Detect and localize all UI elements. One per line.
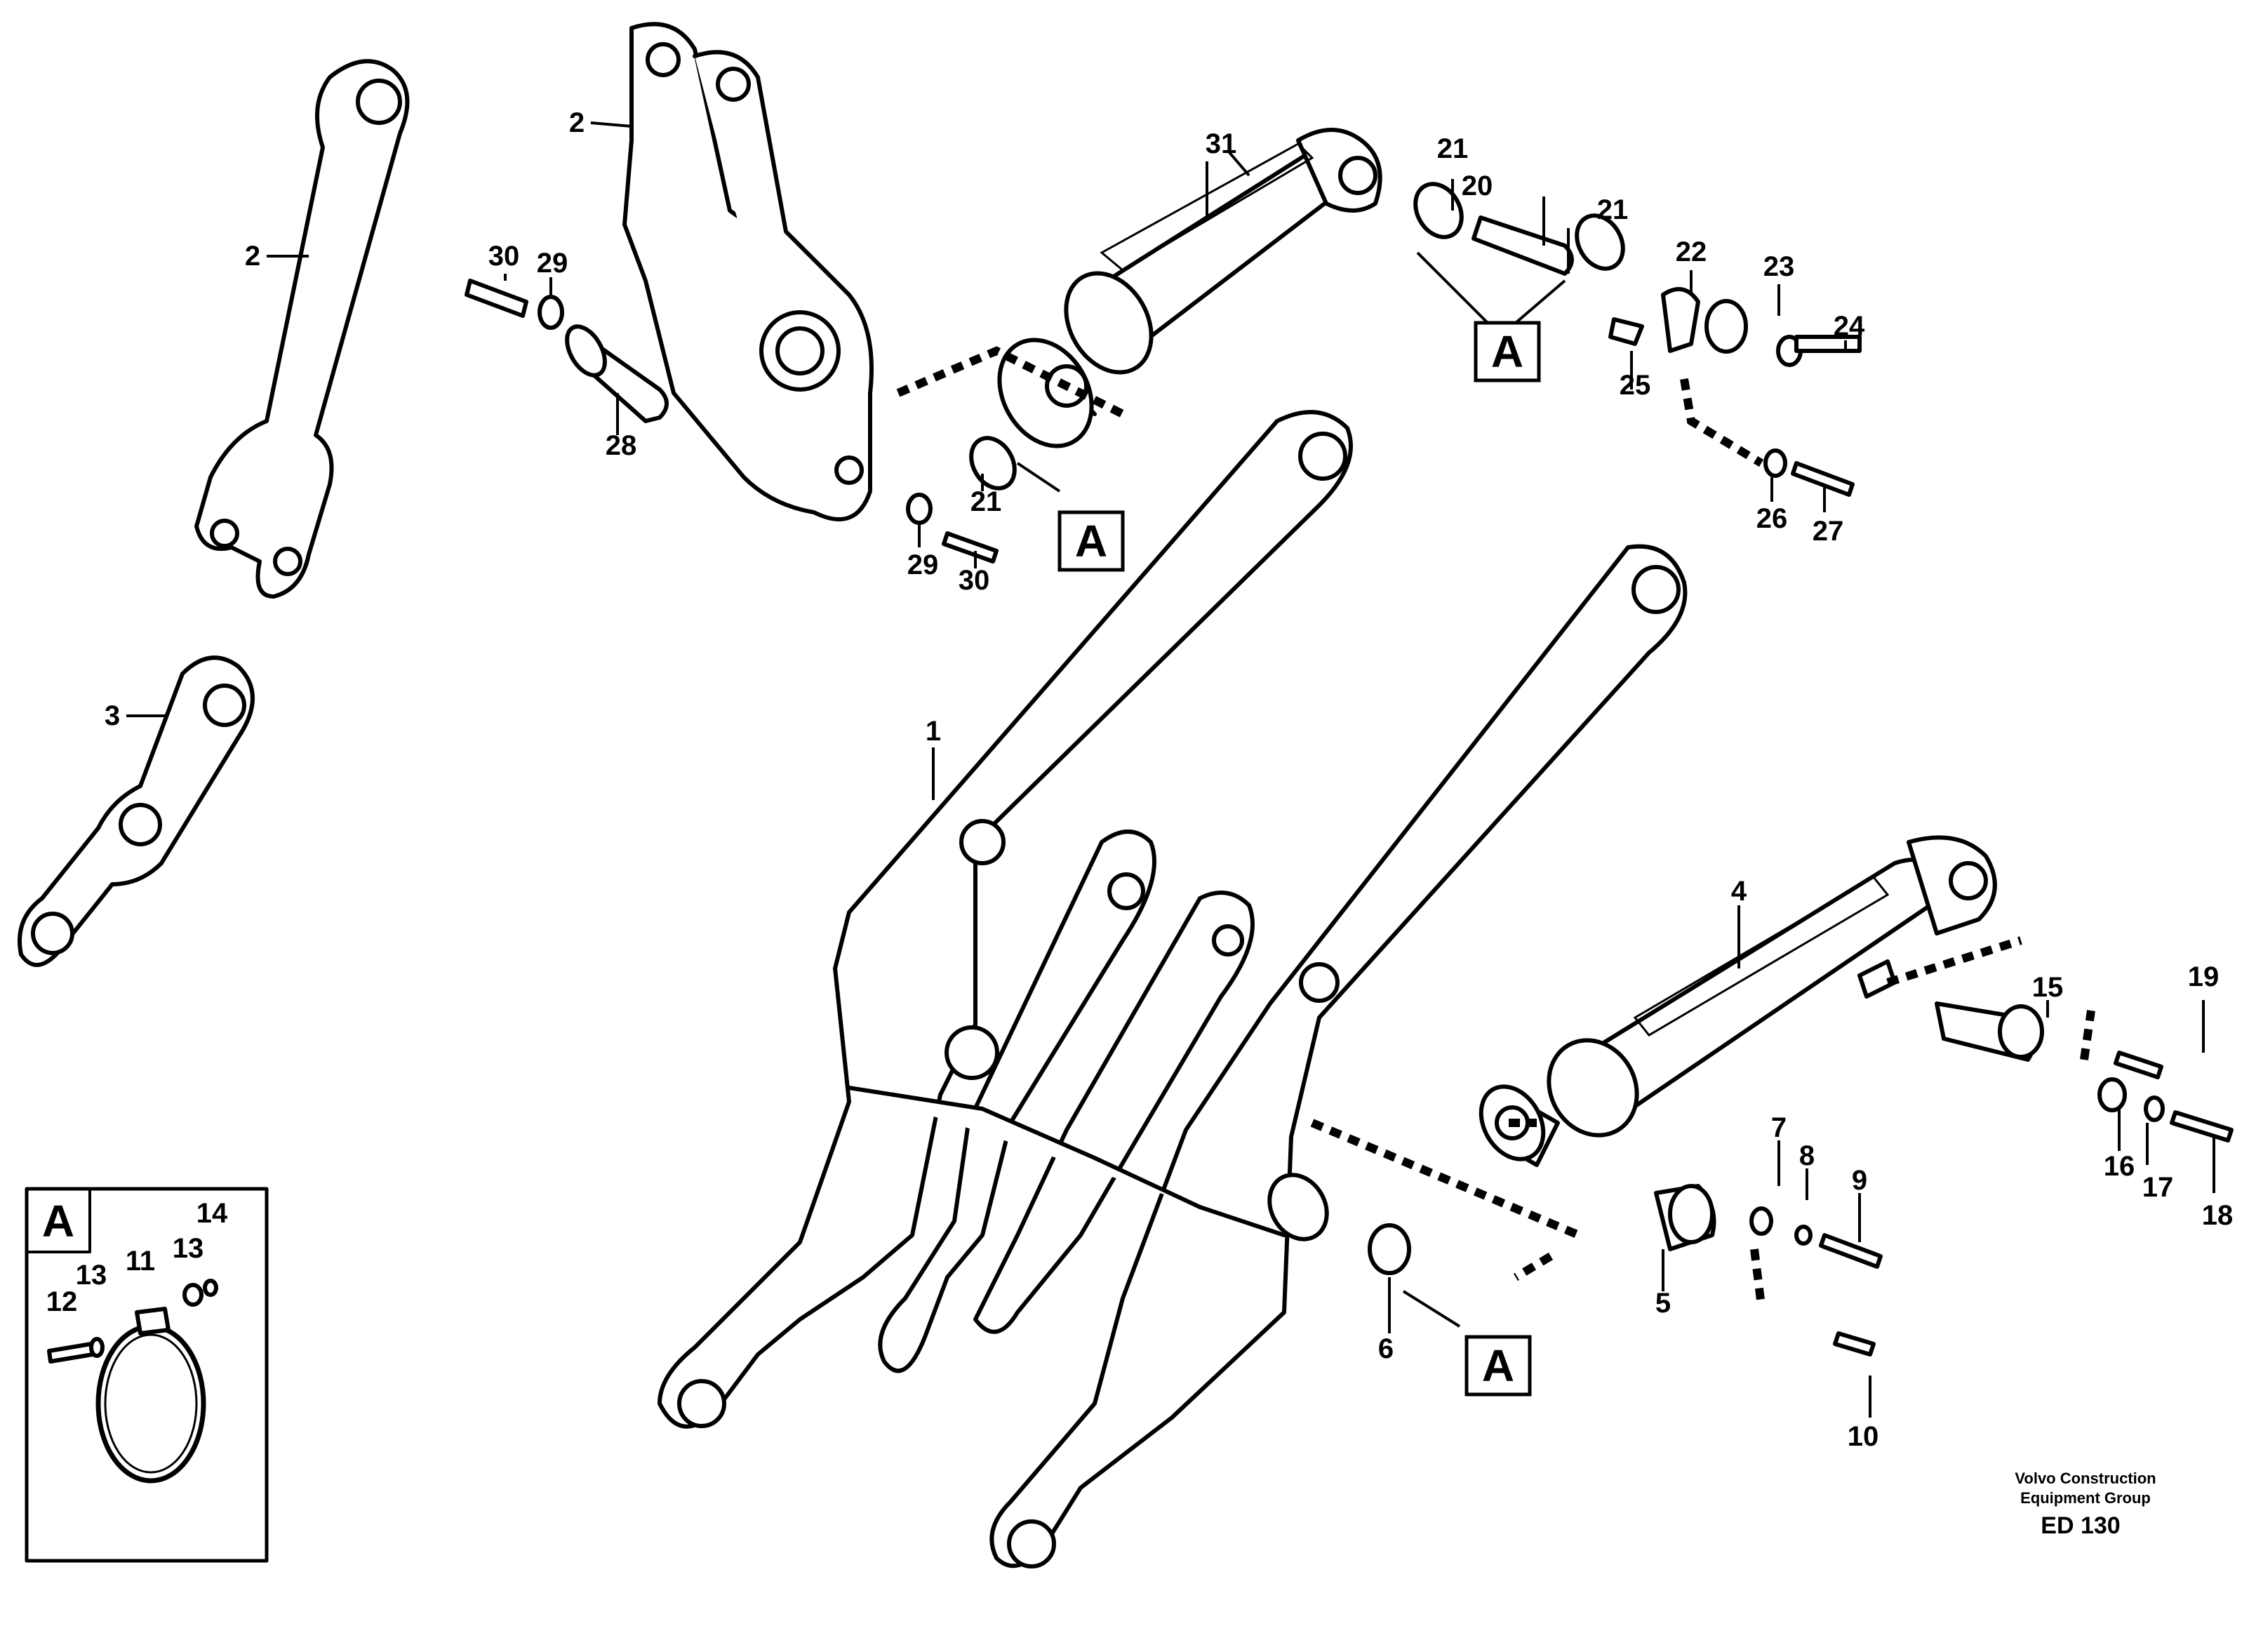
callout-24: 24 [1834,311,1865,342]
callout-labels: 1 2 2 3 4 5 6 7 8 9 10 11 12 13 13 14 15… [46,107,2234,1452]
callout-15: 15 [2032,972,2064,1003]
credit-line-2: Equipment Group [2020,1489,2151,1507]
link-plate-part [18,655,255,967]
credit-line-1: Volvo Construction [2015,1470,2156,1487]
callout-31: 31 [1206,128,1237,159]
right-pin-hardware [1368,936,2234,1357]
detail-reference-a-3: A [1464,1335,1532,1397]
callout-21-c: 21 [970,486,1002,517]
bell-crank-bracket-part [622,22,874,521]
callout-30-a: 30 [488,241,520,272]
callout-6: 6 [1378,1333,1394,1364]
top-pin-hardware [465,182,1862,564]
svg-text:A: A [1482,1340,1514,1391]
callout-19: 19 [2188,961,2220,992]
callout-21-a: 21 [1437,133,1469,164]
callout-2-bracket: 2 [569,107,585,138]
svg-text:A: A [1075,516,1107,566]
callout-28: 28 [606,430,637,461]
callout-9: 9 [1852,1165,1867,1196]
callout-3: 3 [105,700,120,731]
lift-arm-frame-part [658,410,1688,1568]
drawing-code: ED 130 [2041,1512,2120,1539]
callout-leaders [126,121,2215,1418]
svg-text:A: A [1491,326,1523,377]
callout-2-rod: 2 [245,241,260,272]
callout-1: 1 [926,716,941,747]
callout-7: 7 [1771,1112,1787,1143]
callout-8: 8 [1799,1140,1815,1171]
callout-11: 11 [126,1246,155,1277]
callout-10: 10 [1848,1421,1879,1452]
callout-17: 17 [2142,1172,2174,1203]
callout-29-a: 29 [537,248,568,279]
link-rod-part [194,59,410,599]
detail-box-label: A [42,1196,74,1246]
callout-4: 4 [1731,876,1747,907]
callout-26: 26 [1756,503,1788,534]
callout-12: 12 [46,1286,78,1317]
dashed-connectors [896,346,1764,1127]
detail-reference-a-2: A [1057,510,1125,572]
callout-29-b: 29 [907,549,939,580]
callout-22: 22 [1676,237,1707,267]
callout-18: 18 [2202,1200,2234,1231]
callout-25: 25 [1620,370,1651,401]
callout-27: 27 [1813,516,1844,547]
credit-block: Volvo Construction Equipment Group ED 13… [2015,1470,2156,1539]
detail-a-box [25,1187,269,1563]
callout-14: 14 [196,1198,228,1229]
callout-30-b: 30 [959,565,990,596]
callout-23: 23 [1763,251,1795,282]
callout-16: 16 [2104,1151,2135,1182]
callout-5: 5 [1655,1288,1671,1319]
callout-13-right: 13 [173,1233,204,1264]
detail-reference-a-1: A [1474,321,1541,382]
callout-13-left: 13 [76,1260,107,1291]
callout-20: 20 [1462,171,1493,201]
callout-21-b: 21 [1597,194,1629,225]
